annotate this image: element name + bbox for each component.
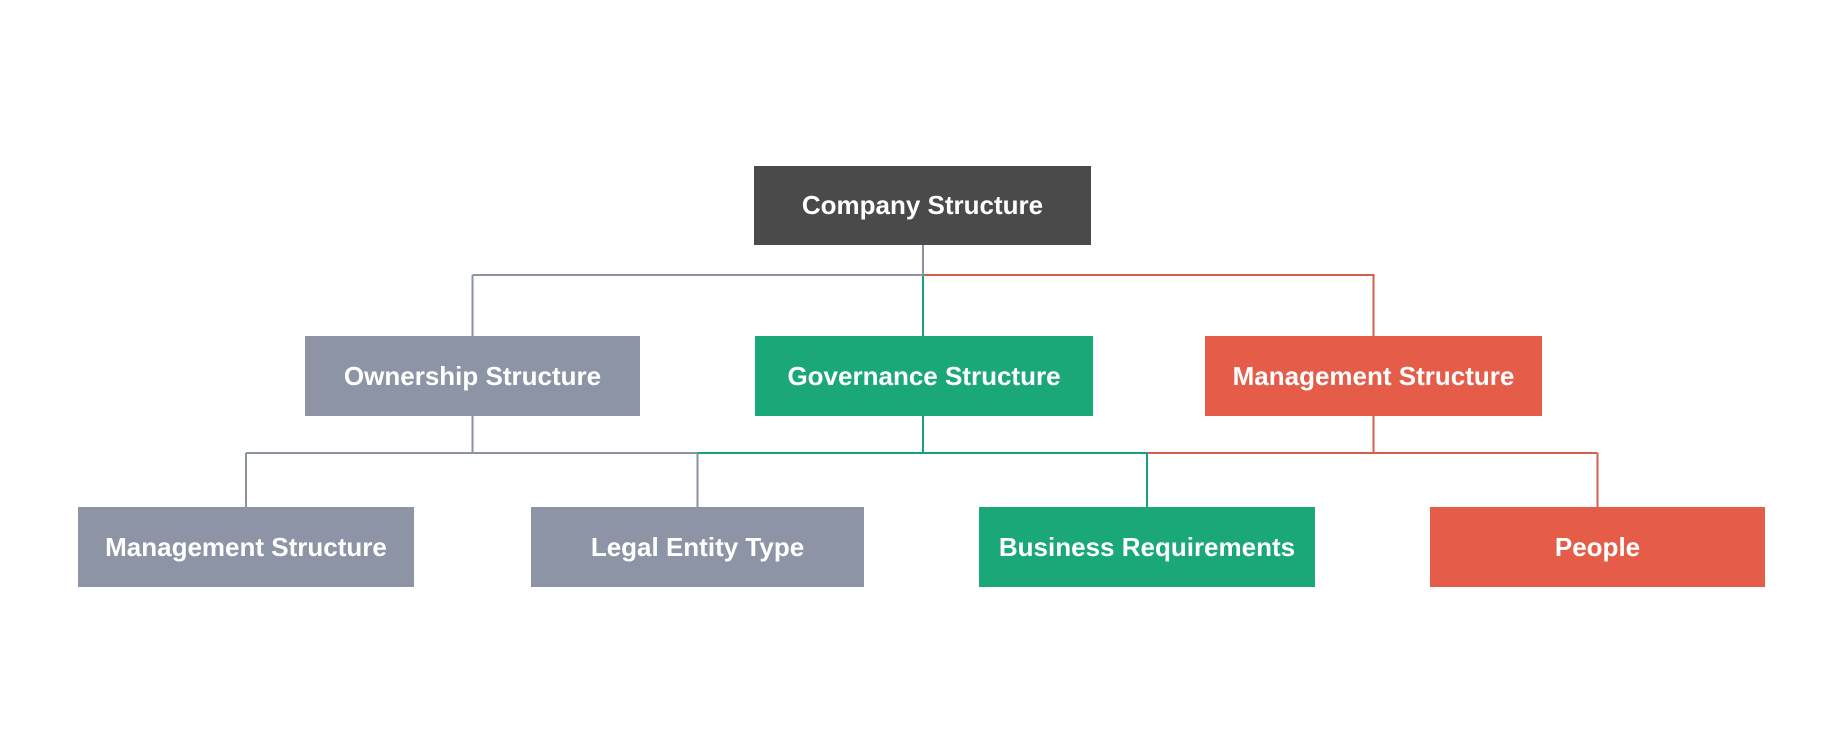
- node-company-structure: Company Structure: [754, 166, 1091, 245]
- node-legal-entity-type: Legal Entity Type: [531, 507, 864, 587]
- node-label: People: [1554, 531, 1641, 562]
- node-management-structure: Management Structure: [1205, 336, 1542, 416]
- node-management-structure-leaf: Management Structure: [78, 507, 414, 587]
- node-business-requirements: Business Requirements: [979, 507, 1315, 587]
- node-label: Governance Structure: [787, 360, 1061, 391]
- node-label: Legal Entity Type: [590, 531, 805, 562]
- node-governance-structure: Governance Structure: [755, 336, 1093, 416]
- node-label: Company Structure: [801, 190, 1044, 220]
- node-label: Ownership Structure: [343, 360, 602, 391]
- node-people: People: [1430, 507, 1765, 587]
- node-label: Management Structure: [1232, 360, 1515, 391]
- node-label: Management Structure: [105, 531, 387, 562]
- node-ownership-structure: Ownership Structure: [305, 336, 640, 416]
- node-label: Business Requirements: [998, 531, 1296, 562]
